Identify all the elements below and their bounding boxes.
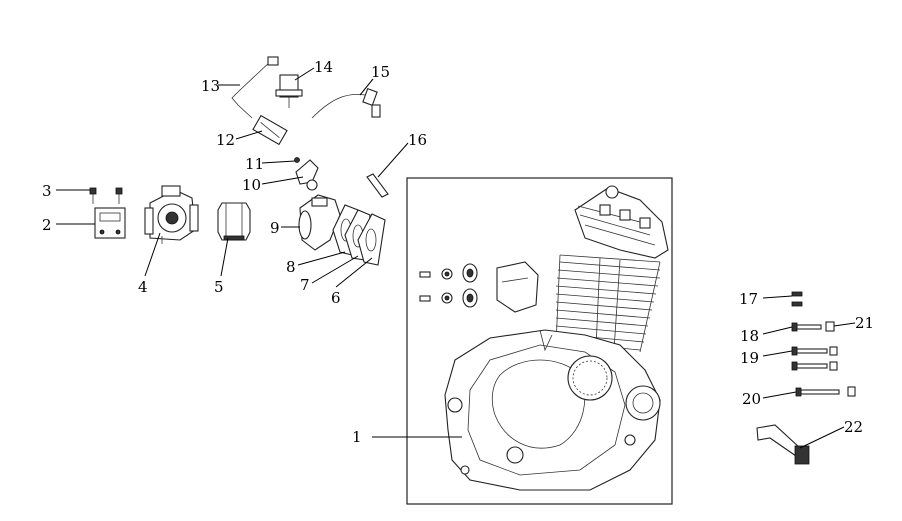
engine-assembly (406, 177, 673, 505)
part-12-injector (252, 114, 288, 146)
callout-2: 2 (42, 216, 52, 234)
part-15-harness (311, 88, 381, 119)
part-3-bolts (89, 187, 123, 204)
callout-15: 15 (371, 63, 390, 81)
callout-5: 5 (214, 278, 224, 296)
callout-labels: 1 2 3 4 5 6 7 8 9 10 11 12 13 14 15 16 1… (42, 58, 874, 446)
callout-12: 12 (216, 131, 235, 149)
callout-22: 22 (844, 418, 863, 436)
callout-20: 20 (742, 390, 761, 408)
callout-6: 6 (331, 289, 341, 307)
callout-7: 7 (300, 276, 310, 294)
part-14-pump (275, 74, 303, 108)
parts-17-22-fasteners (756, 291, 856, 465)
callout-19: 19 (740, 349, 759, 367)
callout-18: 18 (740, 327, 759, 345)
callout-4: 4 (138, 278, 148, 296)
grommets (419, 263, 478, 308)
part-4-throttle-body (144, 185, 199, 244)
part-9-intake-manifold (298, 194, 341, 251)
part-13-pipe (231, 56, 279, 119)
callout-14: 14 (314, 58, 333, 76)
leader-lines (56, 67, 856, 449)
gaskets-6-7-8 (332, 204, 386, 266)
part-16-stud (366, 173, 389, 198)
part-5-intake-sleeve (217, 202, 251, 241)
callout-11: 11 (245, 155, 264, 173)
callout-9: 9 (270, 219, 280, 237)
callout-8: 8 (286, 258, 296, 276)
callout-10: 10 (242, 176, 261, 194)
callout-13: 13 (201, 77, 220, 95)
part-2-bracket (94, 207, 126, 239)
callout-17: 17 (739, 290, 758, 308)
part-10-11-sensor (294, 157, 319, 191)
callout-1: 1 (352, 428, 362, 446)
callout-21: 21 (855, 314, 874, 332)
callout-16: 16 (408, 131, 427, 149)
callout-3: 3 (42, 182, 52, 200)
